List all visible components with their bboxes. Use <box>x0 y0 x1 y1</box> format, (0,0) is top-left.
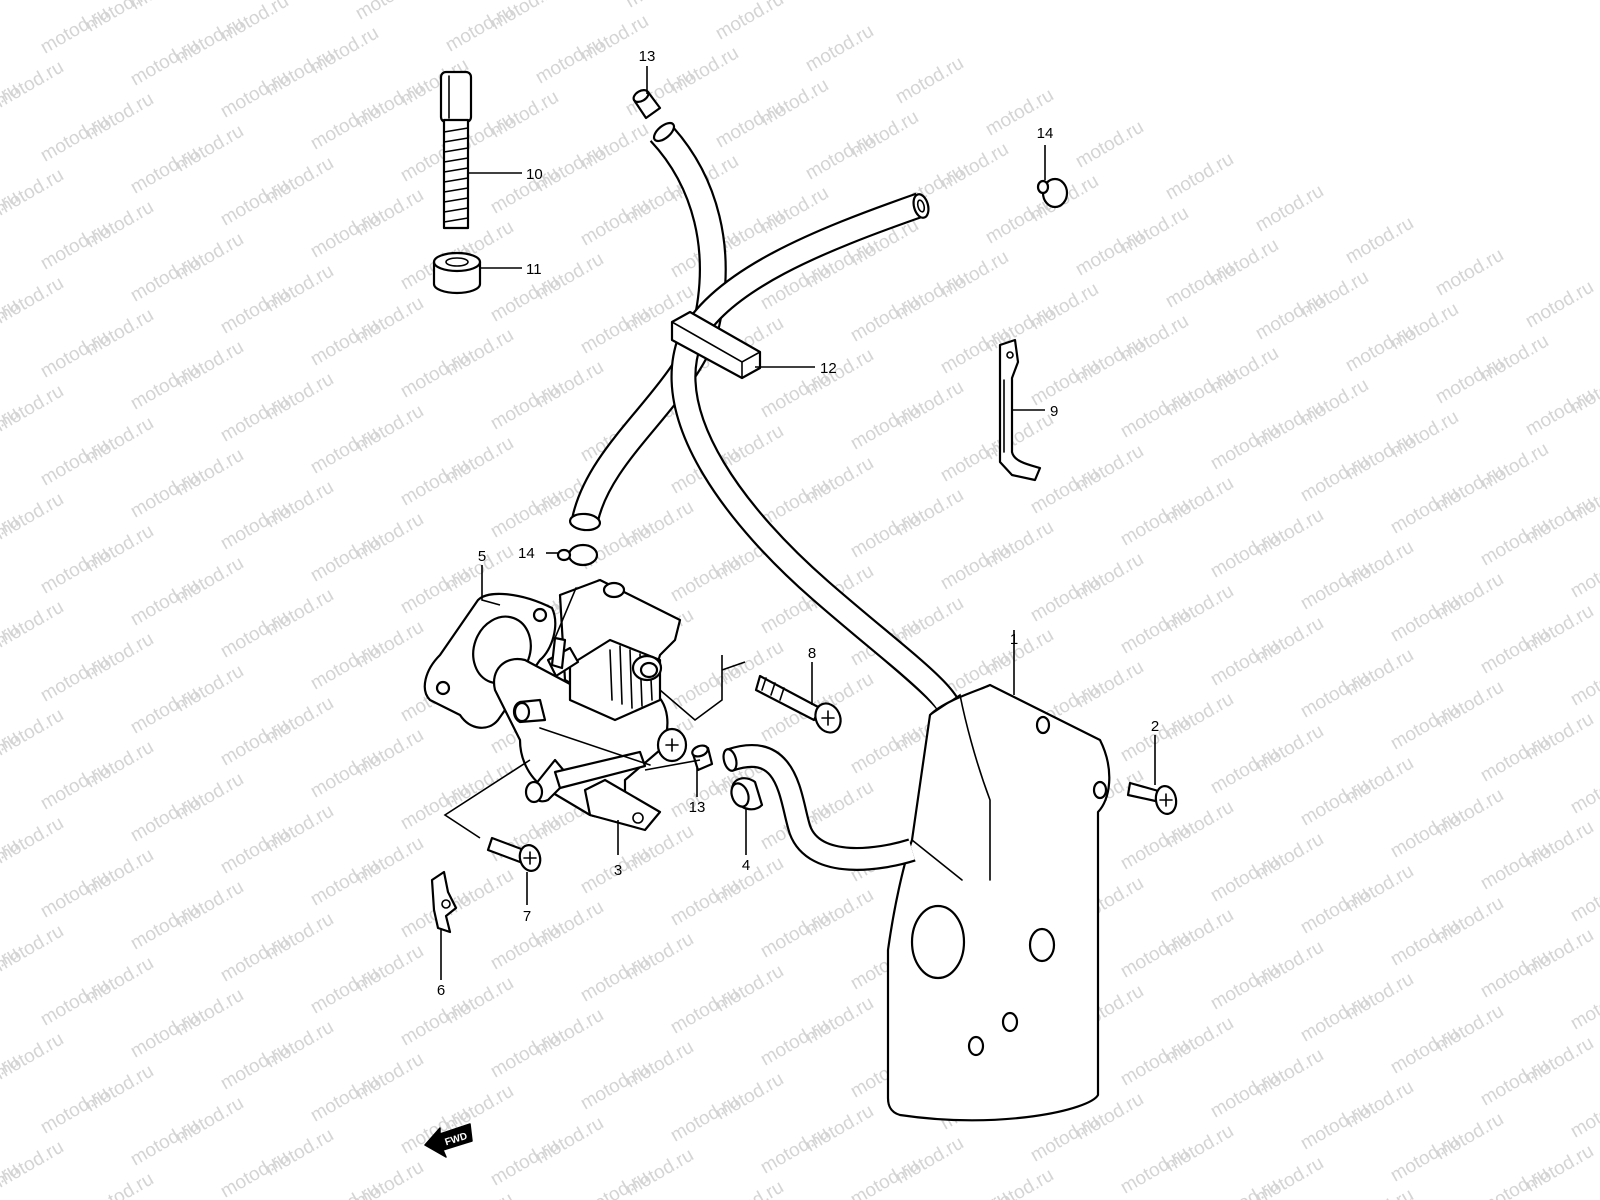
watermark-text: motod.ru <box>82 1169 157 1200</box>
part-4-cap[interactable] <box>728 777 764 811</box>
part-12-hose-clamp[interactable] <box>670 310 762 380</box>
watermark-text: motod.ru <box>1072 117 1147 173</box>
fwd-arrow-icon: FWD <box>424 1123 473 1158</box>
callout-7: 7 <box>523 908 531 925</box>
watermark-text: motod.ru <box>352 0 427 24</box>
watermark-text: motod.ru <box>1342 1185 1417 1200</box>
part-3-oil-pump[interactable] <box>492 578 688 832</box>
part-6-tab-washer[interactable] <box>430 870 458 934</box>
watermark-text: motod.ru <box>1567 547 1600 603</box>
callout-3: 3 <box>614 862 622 879</box>
callout-12: 12 <box>820 360 837 377</box>
watermark-text: motod.ru <box>1567 871 1600 927</box>
watermark-text: motod.ru <box>1342 213 1417 269</box>
part-7-screw[interactable] <box>486 836 543 873</box>
callout-13-top: 13 <box>639 48 656 65</box>
leader-lines <box>440 66 1156 980</box>
callout-1: 1 <box>1010 631 1018 648</box>
callout-6: 6 <box>437 982 445 999</box>
watermark-text: motod.ru <box>307 1179 382 1200</box>
oil-hose-main[interactable] <box>670 192 964 726</box>
part-14-clip-mid[interactable] <box>556 543 599 567</box>
part-13-sleeve-lower[interactable] <box>691 744 714 772</box>
watermark-text: motod.ru <box>892 53 967 109</box>
watermark-text: motod.ru <box>1252 181 1327 237</box>
watermark-text: motod.ru <box>1522 277 1597 333</box>
watermark-text: motod.ru <box>802 21 877 77</box>
callout-4: 4 <box>742 857 750 874</box>
watermark-text: motod.ru <box>1567 655 1600 711</box>
part-13-sleeve-top[interactable] <box>632 88 662 120</box>
watermark-text: motod.ru <box>847 1155 922 1200</box>
watermark-text: motod.ru <box>1567 763 1600 819</box>
callout-10: 10 <box>526 166 543 183</box>
part-8-screw[interactable] <box>754 674 845 737</box>
watermark-text: motod.ru <box>442 1189 517 1200</box>
part-1-cover-plate[interactable] <box>886 683 1111 1122</box>
reference-lines <box>443 655 746 839</box>
watermark-text: motod.ru <box>1162 149 1237 205</box>
callout-9: 9 <box>1050 403 1058 420</box>
watermark-text: motod.ru <box>397 0 472 2</box>
oil-hose-short[interactable] <box>721 744 916 871</box>
watermark-text: motod.ru <box>1207 1175 1282 1200</box>
watermark-text: motod.ru <box>1432 245 1507 301</box>
watermark-text: motod.ru <box>1477 1163 1552 1200</box>
watermark-text: motod.ru <box>1567 1087 1600 1143</box>
watermark-text: motod.ru <box>0 0 67 4</box>
watermark-text: motod.ru <box>712 0 787 44</box>
callout-14-top: 14 <box>1037 125 1054 142</box>
part-11-spacer[interactable] <box>432 251 482 295</box>
callout-2: 2 <box>1151 718 1159 735</box>
watermark-text: motod.ru <box>712 1177 787 1200</box>
callout-13-lower: 13 <box>689 799 706 816</box>
part-10-bolt[interactable] <box>439 70 473 230</box>
part-9-bracket[interactable] <box>998 338 1042 482</box>
callouts: 1 2 3 4 5 6 7 8 9 10 11 12 13 13 14 14 <box>437 48 1159 999</box>
part-2-screw[interactable] <box>1126 781 1178 816</box>
callout-14-mid: 14 <box>518 545 535 562</box>
watermark-text: motod.ru <box>937 1187 1012 1200</box>
part-14-clip-top[interactable] <box>1036 177 1069 209</box>
watermark-text: motod.ru <box>0 0 22 26</box>
callout-11: 11 <box>526 261 542 278</box>
callout-5: 5 <box>478 548 486 565</box>
watermark-text: motod.ru <box>1567 979 1600 1035</box>
callout-8: 8 <box>808 645 816 662</box>
watermark-text: motod.ru <box>622 0 697 12</box>
